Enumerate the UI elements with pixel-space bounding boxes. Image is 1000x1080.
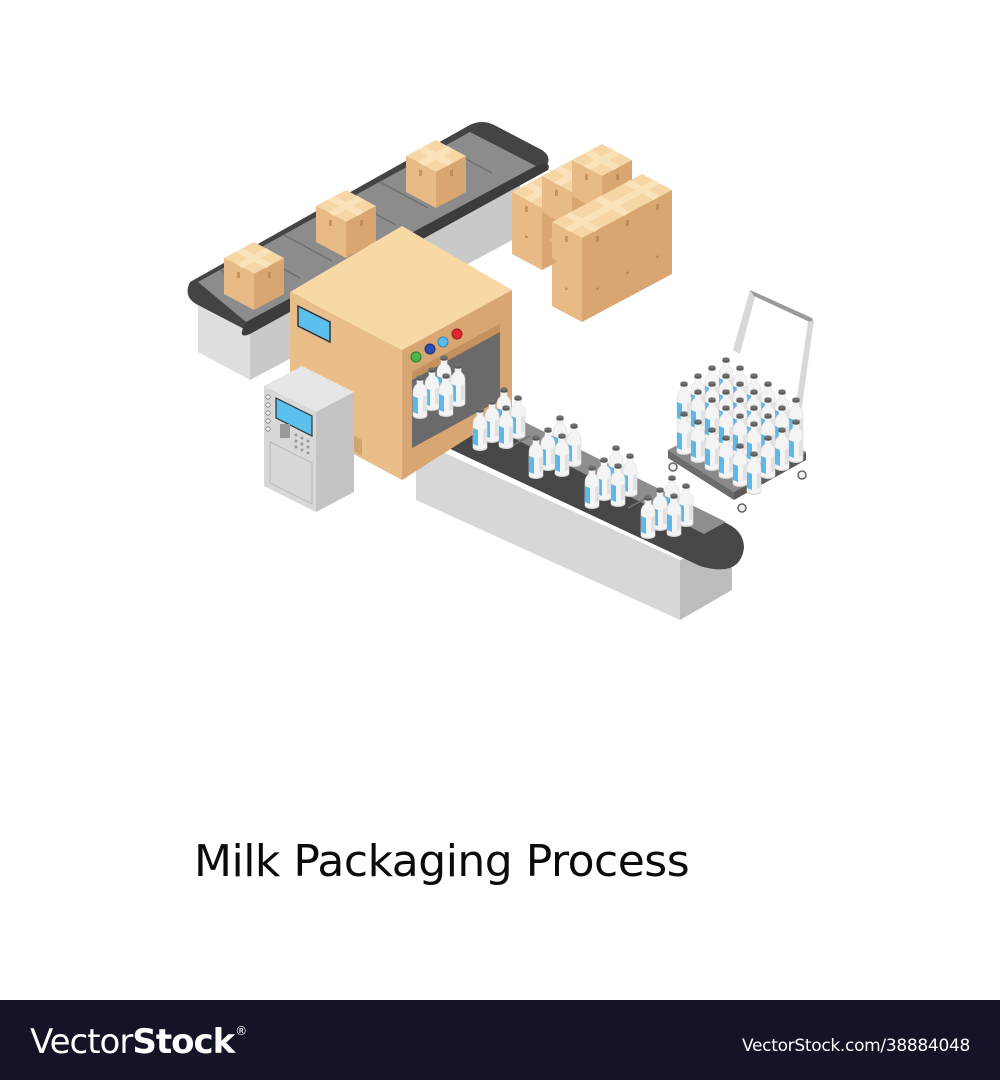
image-url[interactable]: VectorStock.com/38884048 [742, 1036, 970, 1056]
machine-screen [297, 304, 331, 344]
panel-screen [275, 397, 313, 437]
bottle-trolley [668, 290, 814, 513]
green-button[interactable] [410, 351, 422, 363]
illustration-title: Milk Packaging Process [194, 836, 690, 887]
vectorstock-logo[interactable]: VectorStock® [30, 1022, 247, 1062]
footer-bar: VectorStock® VectorStock.com/38884048 [0, 1000, 1000, 1080]
machine-buttons [410, 328, 463, 363]
registered-mark: ® [235, 1024, 247, 1038]
red-button[interactable] [451, 328, 463, 340]
light-blue-button[interactable] [437, 336, 449, 348]
control-panel [264, 366, 354, 512]
milk-packaging-illustration [187, 122, 814, 620]
brand-bold-text: Stock [132, 1022, 235, 1062]
brand-light-text: Vector [30, 1022, 133, 1062]
blue-button[interactable] [424, 343, 436, 355]
